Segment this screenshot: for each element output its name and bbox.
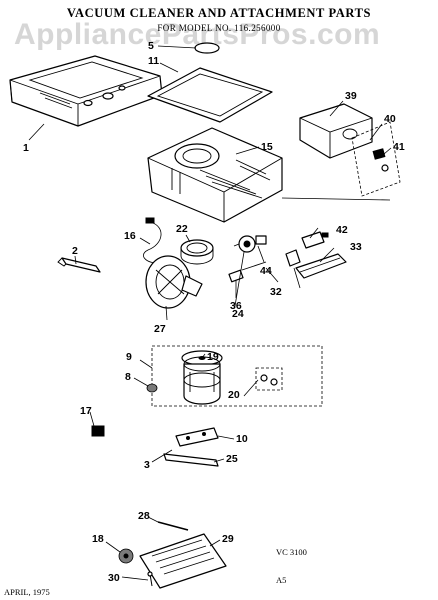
label-36: 36 — [230, 300, 242, 312]
part-33-handle — [295, 253, 347, 279]
part-17-switch-block — [91, 425, 105, 437]
label-3: 3 — [144, 459, 150, 471]
part-15-housing — [147, 127, 283, 223]
label-30: 30 — [108, 572, 120, 584]
part-27-fan-housing — [145, 255, 203, 309]
label-22: 22 — [176, 223, 188, 235]
label-8: 8 — [125, 371, 131, 383]
label-16: 16 — [124, 230, 136, 242]
label-27: 27 — [154, 323, 166, 335]
label-15: 15 — [261, 141, 273, 153]
part-11-gasket — [147, 67, 273, 123]
part-22-ring — [180, 239, 214, 265]
footer-code: VC 3100 — [276, 547, 307, 557]
part-labels: 1 5 11 15 39 40 41 2 16 22 27 36 44 32 2… — [23, 40, 405, 584]
part-16-cord — [143, 217, 163, 264]
label-19: 19 — [207, 351, 219, 363]
label-5: 5 — [148, 40, 154, 52]
part-39-filter — [299, 103, 373, 159]
part-5-disk — [194, 42, 220, 54]
label-44: 44 — [260, 265, 272, 277]
label-10: 10 — [236, 433, 248, 445]
label-40: 40 — [384, 113, 396, 125]
label-32: 32 — [270, 286, 282, 298]
diagram-subtitle: FOR MODEL NO. 116.256000 — [157, 23, 280, 33]
label-2: 2 — [72, 245, 78, 257]
part-32-clip — [285, 249, 301, 267]
label-17: 17 — [80, 405, 92, 417]
part-10-plate — [175, 427, 219, 447]
part-28-rod — [157, 521, 189, 531]
part-2-bracket — [57, 257, 101, 273]
label-28: 28 — [138, 510, 150, 522]
label-20: 20 — [228, 389, 240, 401]
leader-lines — [28, 45, 392, 581]
label-9: 9 — [126, 351, 132, 363]
part-42-plug — [301, 231, 329, 249]
part-1-lid — [9, 55, 163, 127]
part-29-base-plate — [139, 533, 227, 589]
part-20-brush-kit — [255, 367, 283, 391]
label-25: 25 — [226, 453, 238, 465]
label-11: 11 — [148, 55, 159, 67]
label-39: 39 — [345, 90, 357, 102]
footer-page: A5 — [276, 575, 286, 585]
part-30-screw — [147, 571, 153, 587]
part-18-wheel — [118, 548, 134, 564]
label-33: 33 — [350, 241, 362, 253]
diagram-title: VACUUM CLEANER AND ATTACHMENT PARTS — [67, 6, 371, 20]
label-1: 1 — [23, 142, 29, 154]
label-29: 29 — [222, 533, 234, 545]
part-40-latch — [351, 121, 401, 197]
footer-date: APRIL, 1975 — [4, 587, 50, 597]
label-24: 24 — [232, 308, 244, 320]
label-42: 42 — [336, 224, 348, 236]
label-18: 18 — [92, 533, 104, 545]
part-8-bushing — [146, 383, 158, 393]
part-44-knob — [255, 235, 267, 245]
label-41: 41 — [393, 141, 405, 153]
part-25-rail — [163, 453, 219, 467]
